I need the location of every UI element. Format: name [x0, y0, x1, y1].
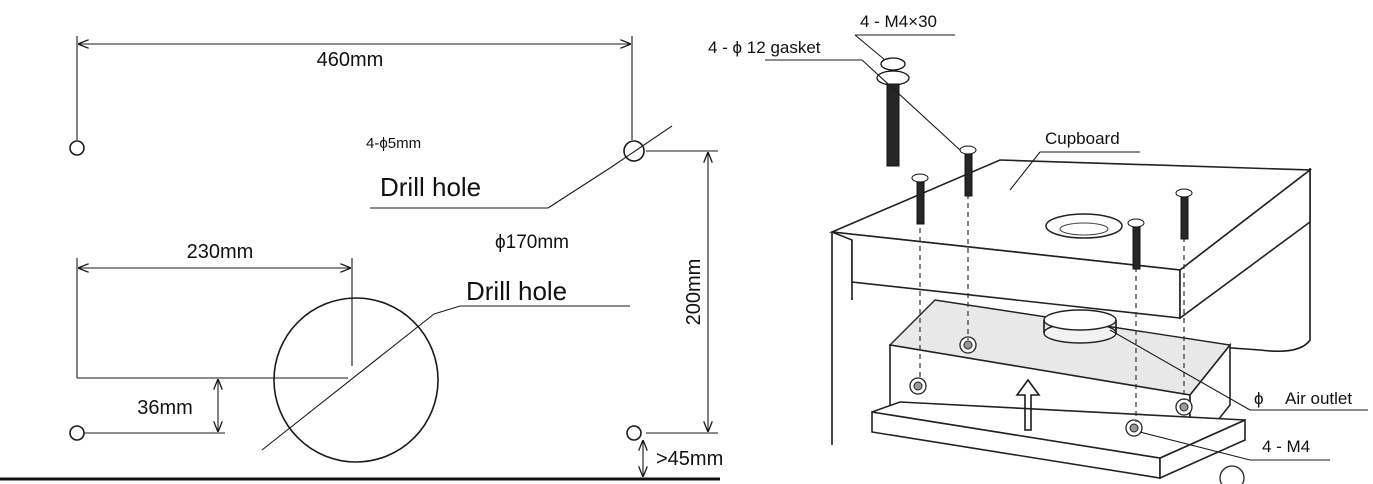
width-dimension-label: 460mm	[317, 49, 384, 71]
mounting-hole-top-right	[623, 140, 645, 162]
small-hole-leader: 4-ϕ5mm Drill hole	[366, 125, 673, 209]
screw-label-group: 4 - M4×30	[854, 12, 955, 61]
outlet-hole-dim: ϕ170mm	[495, 232, 569, 253]
nut-label-group: 4 - M4	[1139, 431, 1330, 461]
installation-view: 4 - M4×30 4 - ϕ 12 gasket Cupboard ϕ Air…	[708, 12, 1368, 484]
screw-label: 4 - M4×30	[860, 12, 937, 31]
drilling-template: 460mm 4-ϕ5mm Drill hole 200mm 230mm	[0, 36, 723, 481]
air-outlet-collar	[1043, 309, 1117, 331]
height-dimension-label: 200mm	[683, 259, 705, 326]
outlet-hole-label: Drill hole	[466, 276, 567, 306]
screw-1	[959, 145, 977, 197]
screw-2	[911, 173, 929, 225]
center-offset-dimension: 230mm	[76, 241, 353, 378]
height-dimension: 200mm	[646, 150, 718, 434]
mounting-hole-bottom-right	[626, 425, 642, 441]
m4-nut	[1219, 465, 1245, 484]
screw-3	[1127, 218, 1145, 270]
nut-label: 4 - M4	[1262, 437, 1310, 456]
small-holes-label: Drill hole	[380, 172, 481, 202]
mounting-hole-bottom-left	[69, 425, 85, 441]
width-dimension: 460mm	[76, 36, 633, 140]
outlet-symbol: ϕ	[1254, 389, 1264, 408]
hole-offset-label: 36mm	[137, 397, 193, 419]
small-holes-spec: 4-ϕ5mm	[366, 135, 421, 152]
gasket-label: 4 - ϕ 12 gasket	[708, 38, 821, 57]
clearance-dimension: >45mm	[643, 441, 723, 476]
screw-large	[876, 57, 910, 167]
cupboard-right-wall	[1189, 168, 1311, 353]
mounting-hole-top-left	[69, 140, 85, 156]
hole-offset-dimension: 36mm	[84, 380, 225, 434]
airflow-up-arrow	[1015, 378, 1041, 431]
gasket-label-group: 4 - ϕ 12 gasket	[708, 38, 961, 151]
outlet-label: Air outlet	[1285, 389, 1352, 408]
outlet-hole-leader: ϕ170mm Drill hole	[261, 232, 630, 451]
hood-body	[871, 299, 1246, 484]
cupboard-board	[828, 159, 1313, 320]
screw-4	[1175, 188, 1193, 240]
board-outlet-opening	[1045, 213, 1123, 239]
air-outlet-hole	[273, 297, 439, 463]
clearance-label: >45mm	[656, 448, 723, 470]
cupboard-label: Cupboard	[1045, 129, 1120, 148]
center-offset-label: 230mm	[187, 241, 254, 263]
outlet-label-group: ϕ Air outlet	[1109, 329, 1368, 411]
cupboard-label-group: Cupboard	[1009, 129, 1140, 191]
